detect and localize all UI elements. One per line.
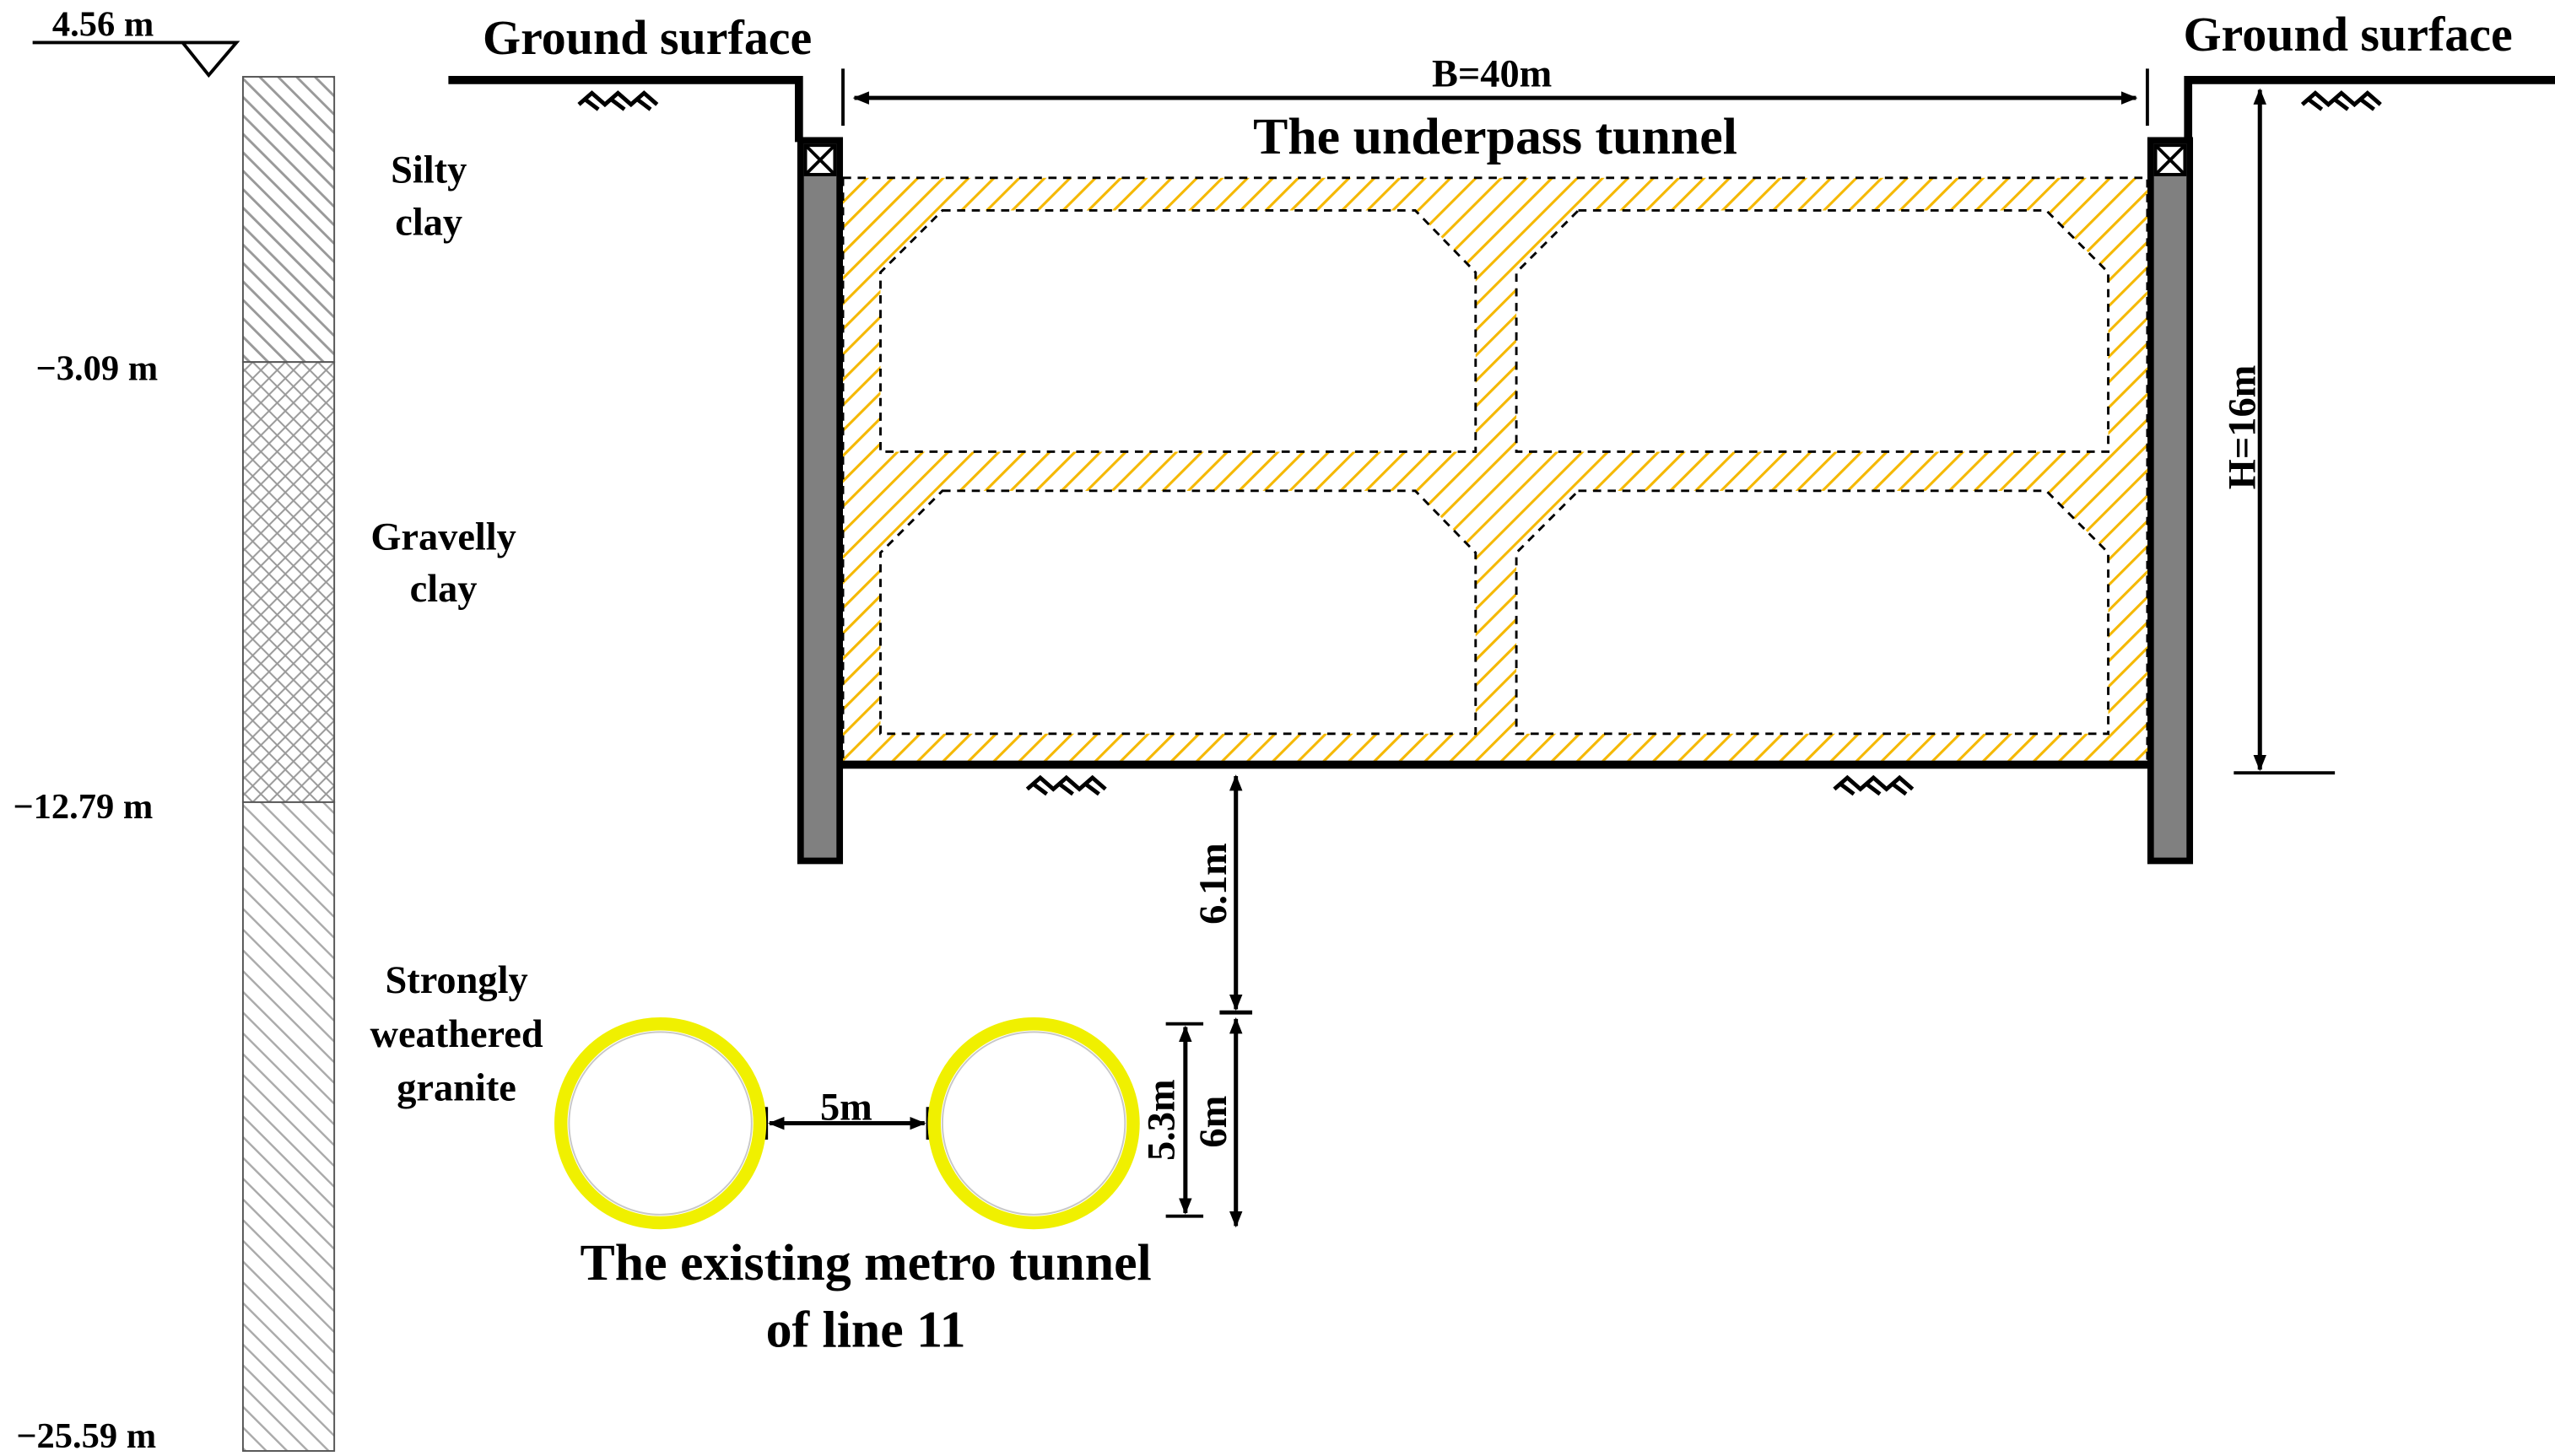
elevation-label-1: −3.09 m <box>36 348 159 388</box>
layer1-name-line2: clay <box>395 201 462 244</box>
ground-hatch-symbol <box>579 93 657 109</box>
layer3-name-line3: granite <box>397 1067 516 1110</box>
layer2-name-line2: clay <box>410 568 478 611</box>
tunnel-cell-upper-left <box>879 209 1477 453</box>
tunnel-diameter-label: 5.3m <box>1140 1079 1183 1161</box>
ground-hatch-symbol <box>1027 778 1105 794</box>
metro-tunnel-right-ring <box>927 1017 1140 1230</box>
height-label: H=16m <box>2221 365 2264 489</box>
ground-surface-right-label: Ground surface <box>2183 7 2512 62</box>
layer2-name-line1: Gravelly <box>370 515 516 558</box>
left-retaining-wall <box>797 137 844 865</box>
metro-tunnels: The existing metro tunnel of line 11 <box>554 1017 1152 1358</box>
right-wall-cap <box>2153 143 2187 176</box>
metro-title-line1: The existing metro tunnel <box>580 1234 1151 1292</box>
underpass-tunnel-title: The underpass tunnel <box>1253 108 1737 165</box>
left-wall-cap <box>803 143 837 176</box>
layer1-name-line1: Silty <box>391 149 467 192</box>
layer3-name-line1: Strongly <box>385 959 527 1002</box>
granite-layer <box>241 801 336 1452</box>
elevation-label-3: −25.59 m <box>16 1416 156 1456</box>
right-retaining-wall <box>2147 137 2194 865</box>
tunnel-cell-lower-left <box>879 489 1477 736</box>
gravelly-clay-layer <box>241 361 336 803</box>
tunnel-height-label: 6m <box>1192 1096 1235 1148</box>
silty-clay-layer <box>241 76 336 364</box>
layer3-name-line2: weathered <box>370 1013 543 1056</box>
clearance-dimensions: 6.1m 6m 5.3m 5m <box>764 774 1253 1228</box>
ground-surface-left-label: Ground surface <box>483 10 812 65</box>
ground-hatch-symbol <box>2302 93 2380 109</box>
tunnel-cell-lower-right <box>1515 489 2109 736</box>
top-elevation-label: 4.56 m <box>52 5 154 45</box>
width-label: B=40m <box>1432 53 1552 96</box>
soil-profile: 4.56 m Silty clay Gravelly clay Strongly… <box>13 5 543 1456</box>
metro-title-line2: of line 11 <box>766 1301 966 1358</box>
metro-tunnel-left-ring <box>554 1017 767 1230</box>
ground-hatch-symbol <box>1834 778 1913 794</box>
water-level-triangle-icon <box>179 40 240 78</box>
ground-surface: Ground surface Ground surface <box>448 7 2555 143</box>
elevation-label-2: −12.79 m <box>13 787 153 827</box>
underpass-tunnel: B=40m The underpass tunnel H=16m <box>797 53 2336 865</box>
vertical-gap-label: 6.1m <box>1192 843 1235 925</box>
tunnel-cell-upper-right <box>1515 209 2109 453</box>
tunnel-spacing-label: 5m <box>820 1087 872 1130</box>
